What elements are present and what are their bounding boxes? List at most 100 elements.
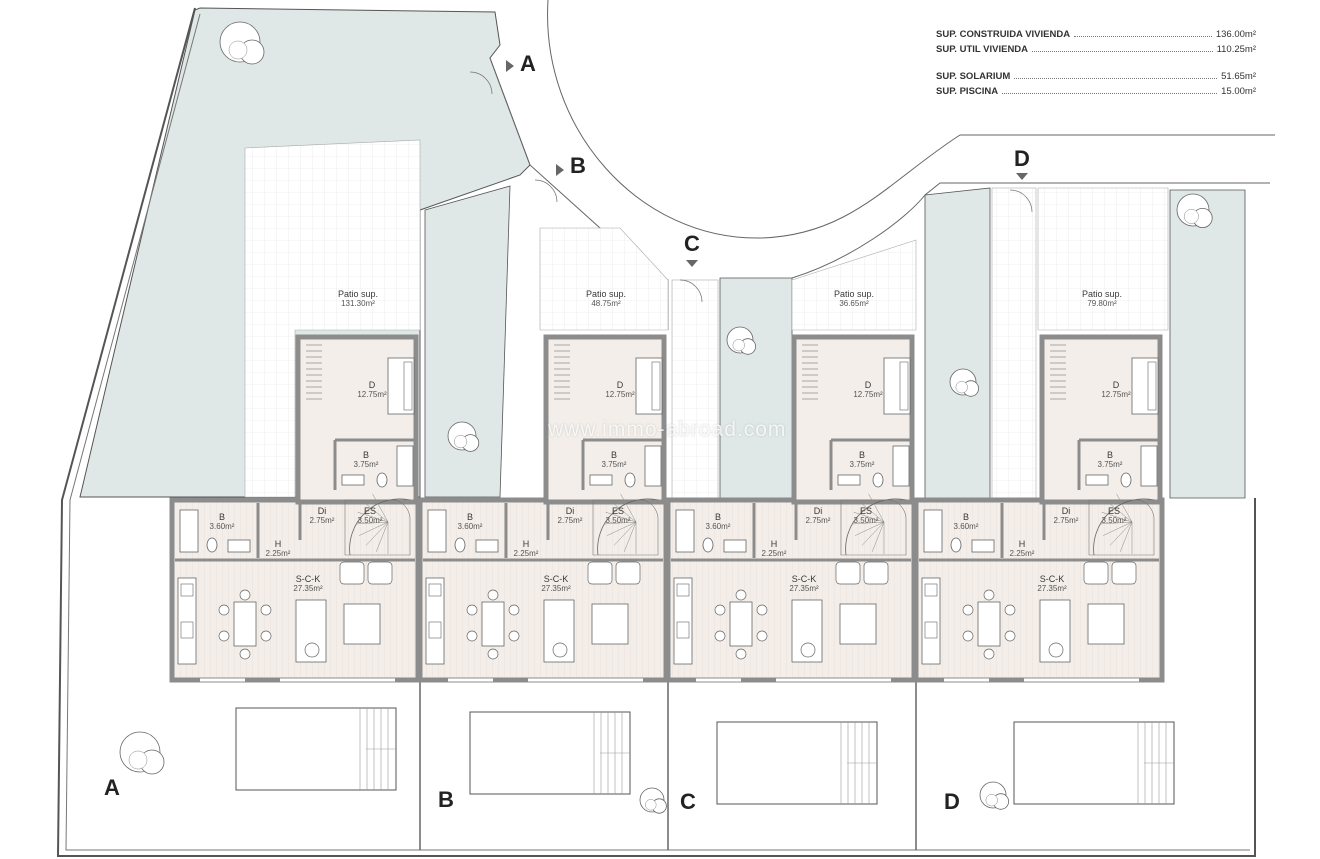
coffee-table: [839, 603, 877, 645]
shower-icon: [1140, 445, 1158, 487]
ground-floor-walls: [665, 497, 917, 683]
shower-icon: [179, 509, 199, 553]
dining-table: [977, 601, 1001, 647]
room-name: Di: [566, 506, 575, 516]
chair-icon: [260, 630, 272, 642]
room-labels: Patio sup.36.65m²D12.75m²B3.75m²B3.60m²D…: [706, 289, 883, 593]
coffee-table: [591, 603, 629, 645]
room-area: 2.25m²: [514, 549, 539, 558]
shower-icon: [427, 509, 447, 553]
chair-icon: [756, 630, 768, 642]
chair-icon: [735, 648, 747, 660]
dining-table: [481, 601, 505, 647]
room-area: 3.75m²: [354, 460, 379, 469]
plot-boundary: [56, 7, 1256, 857]
pillow-icon: [403, 361, 413, 411]
surface-label: SUP. SOLARIUM: [936, 71, 1011, 82]
surface-value: 136.00m²: [1215, 29, 1256, 40]
room-labels: Patio sup.79.80m²D12.75m²B3.75m²B3.60m²D…: [954, 289, 1131, 593]
stair-outline: [344, 499, 411, 556]
chair-icon: [962, 604, 974, 616]
houses: [169, 334, 1165, 683]
coffee-table: [1087, 603, 1125, 645]
toilet-icon: [624, 472, 636, 488]
section-arrow-icon: [686, 260, 698, 267]
surface-value: 15.00m²: [1221, 86, 1256, 97]
tree-icon: [949, 368, 980, 397]
chair-icon: [1004, 604, 1016, 616]
room-name: S-C-K: [544, 574, 569, 584]
surface-row: SUP. SOLARIUM 51.65m²: [936, 70, 1256, 85]
patio-label: Patio sup.: [1082, 289, 1122, 299]
chair-icon: [983, 648, 995, 660]
tree-canopy: [128, 750, 148, 770]
armchair-icon: [367, 561, 393, 585]
chair-icon: [1004, 630, 1016, 642]
sink-icon: [341, 474, 365, 486]
shower-icon: [923, 509, 943, 553]
sink-icon: [837, 474, 861, 486]
room-name: B: [715, 512, 721, 522]
hob-icon: [180, 583, 194, 597]
stair-step: [1119, 521, 1133, 552]
chair-icon: [508, 604, 520, 616]
pool: [716, 721, 878, 805]
tree-canopy: [228, 40, 248, 60]
surface-label: SUP. PISCINA: [936, 86, 999, 97]
room-name: H: [1019, 539, 1026, 549]
stair-step: [1102, 521, 1133, 536]
stair-outline: [1088, 499, 1155, 556]
shower-icon: [644, 445, 662, 487]
armchair-icon: [863, 561, 889, 585]
patio-d: [1037, 187, 1169, 331]
patio-area: 48.75m²: [591, 299, 621, 308]
stair-step: [604, 521, 637, 525]
pool: [469, 711, 631, 795]
room-name: S-C-K: [792, 574, 817, 584]
stair-step: [852, 521, 885, 525]
section-arrow-icon: [556, 164, 564, 176]
stair-step: [605, 511, 637, 523]
room-area: 3.75m²: [602, 460, 627, 469]
leader-dots: [1002, 85, 1218, 94]
room-area: 2.25m²: [762, 549, 787, 558]
stair-step: [358, 521, 389, 536]
toilet-icon: [206, 537, 218, 553]
shower-icon: [396, 445, 414, 487]
stair-step: [372, 493, 389, 523]
kitchen-counter: [673, 577, 693, 665]
stair-step: [365, 521, 389, 546]
dining-table: [233, 601, 257, 647]
sink-icon: [428, 621, 442, 639]
room-name: B: [611, 450, 617, 460]
garden-d-right: [1169, 189, 1246, 499]
toilet-icon: [702, 537, 714, 553]
room-area: 3.75m²: [1098, 460, 1123, 469]
room-name: S-C-K: [296, 574, 321, 584]
trees: [119, 21, 1213, 814]
chair-icon: [714, 630, 726, 642]
room-area: 2.75m²: [806, 516, 831, 525]
door-swing: [1009, 189, 1033, 213]
room-name: H: [771, 539, 778, 549]
chair-icon: [218, 630, 230, 642]
pillow-icon: [651, 361, 661, 411]
door-swing: [469, 71, 493, 95]
labels: Patio sup.131.30m²D12.75m²B3.75m²B3.60m²…: [104, 51, 1131, 814]
garden-b: [424, 185, 511, 498]
room-name: ES: [364, 506, 376, 516]
stair-step: [861, 521, 885, 546]
shower-icon: [892, 445, 910, 487]
room-name: Di: [1062, 506, 1071, 516]
room-area: 27.35m²: [293, 584, 323, 593]
stair-step: [620, 493, 637, 523]
stair-step: [606, 521, 637, 536]
garden-c: [719, 277, 793, 499]
unit-letter: C: [680, 789, 696, 814]
sink-icon: [475, 539, 499, 553]
sink-icon: [676, 621, 690, 639]
house-unit: [665, 334, 917, 683]
armchair-icon: [339, 561, 365, 585]
plant-icon: [800, 642, 816, 658]
